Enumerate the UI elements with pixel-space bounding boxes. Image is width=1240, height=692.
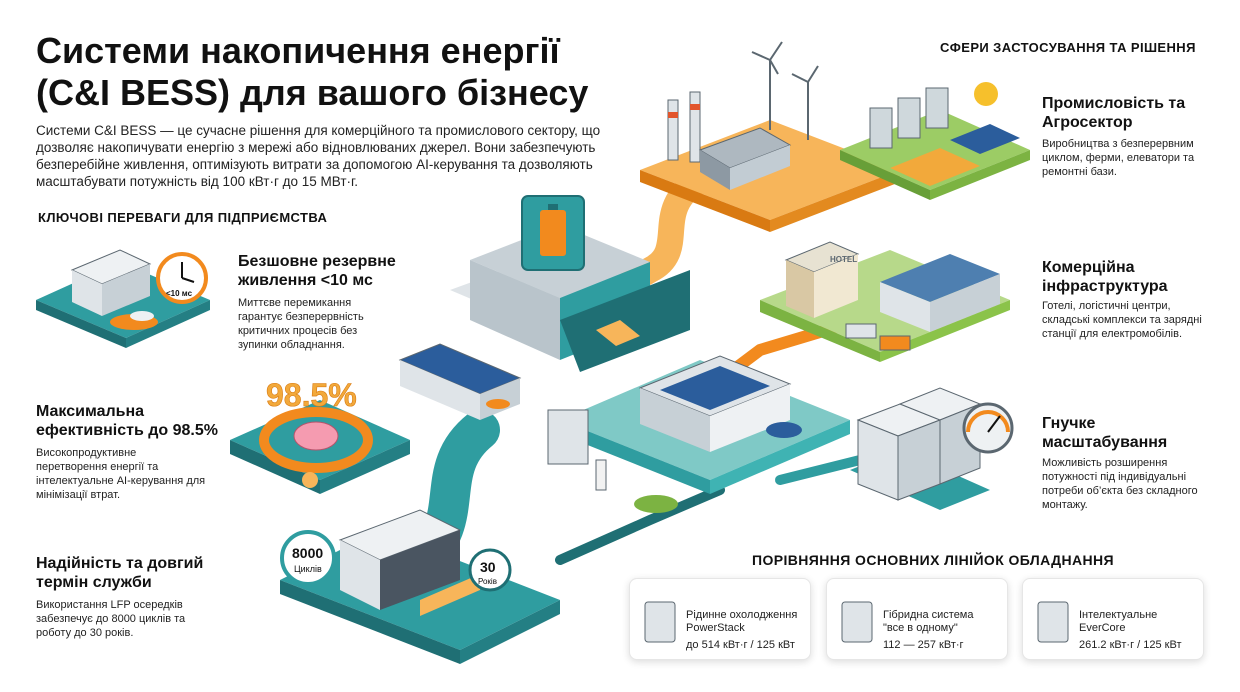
product-card-hybrid: Гібридна система "все в одному" 112 — 25… [826,578,1008,660]
cycles-unit: Циклів [294,564,322,574]
scaling-platform [850,387,1014,510]
efficiency-value: 98.5% [266,377,357,413]
efficiency-platform: 98.5% [230,377,410,494]
title-line-2: (C&I BESS) для вашого бізнесу [36,72,589,113]
benefit-title: Надійність та довгий термін служби [36,555,204,591]
cycles-value: 8000 [292,545,323,561]
app-title: Комерційна інфраструктура [1042,259,1168,295]
reliability-platform: 8000 Циклів 30 Років [280,509,560,664]
benefit-desc: Використання LFP осередків забезпечує до… [36,599,186,639]
solar-warehouse [398,343,522,420]
product-card-evercore: Інтелектуальне EverCore 261.2 кВт·г / 12… [1022,578,1204,660]
benefit-desc: Миттєве перемикання гарантує безперервні… [238,297,364,351]
commercial-platform: HOTEL [760,241,1010,362]
years-value: 30 [480,559,496,575]
product-name: Гібридна система "все в одному" [883,609,974,634]
product-spec: 261.2 кВт·г / 125 кВт [1079,639,1182,651]
page-title: Системи накопичення енергії (C&I BESS) д… [36,30,636,114]
app-title: Промисловість та Агросектор [1042,95,1186,131]
app-title: Гнучке масштабування [1042,415,1168,451]
product-spec: до 514 кВт·г / 125 кВт [686,639,795,651]
central-building [450,195,690,372]
product-spec: 112 — 257 кВт·г [883,639,964,651]
backup-platform: <10 мс [36,249,210,348]
intro-paragraph: Системи C&I BESS — це сучасне рішення дл… [36,123,601,189]
benefit-desc: Високопродуктивне перетворення енергії т… [36,447,206,501]
agro-platform [840,82,1030,200]
benefit-title: Максимальна ефективність до 98.5% [36,403,218,439]
comparison-heading: ПОРІВНЯННЯ ОСНОВНИХ ЛІНІЙОК ОБЛАДНАННЯ [752,552,1114,568]
clock-label: <10 мс [166,289,193,298]
app-desc: Готелі, логістичні центри, складські ком… [1042,300,1202,340]
benefits-heading: КЛЮЧОВІ ПЕРЕВАГИ ДЛЯ ПІДПРИЄМСТВА [38,210,328,225]
benefit-title: Безшовне резервне живлення <10 мс [238,253,396,289]
app-desc: Можливість розширення потужності під інд… [1042,457,1198,511]
product-card-powerstack: Рідинне охолодження PowerStack до 514 кВ… [629,578,811,660]
applications-heading: СФЕРИ ЗАСТОСУВАННЯ ТА РІШЕННЯ [940,40,1196,55]
product-name: Інтелектуальне EverCore [1079,609,1158,634]
years-unit: Років [478,577,497,586]
road-network [360,167,866,610]
industry-platform [640,41,900,232]
title-line-1: Системи накопичення енергії [36,30,560,71]
product-name: Рідинне охолодження PowerStack [686,609,798,634]
ev-platform [547,355,850,513]
hotel-sign: HOTEL [830,255,857,264]
app-desc: Виробництва з безперервним циклом, ферми… [1042,138,1195,178]
